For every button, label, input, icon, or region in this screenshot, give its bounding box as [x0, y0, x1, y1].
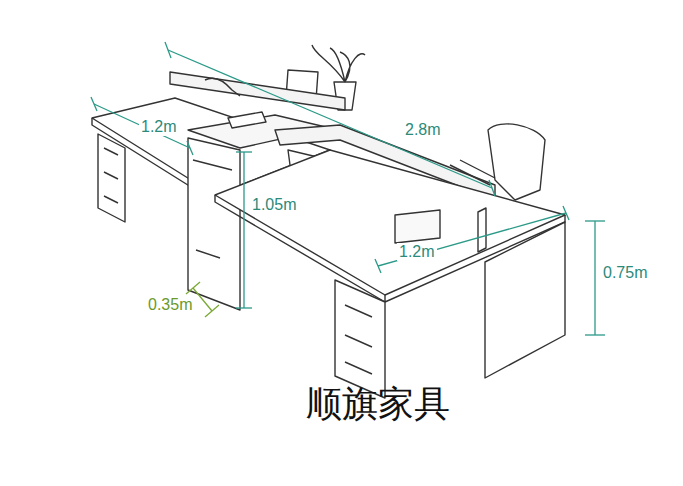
dimension-label: 2.8m: [403, 121, 443, 139]
dimension-label: 0.35m: [146, 296, 194, 314]
dimension-label: 1.2m: [139, 118, 179, 136]
dimension-label: 1.2m: [397, 243, 437, 261]
dimension-label: 0.75m: [601, 264, 649, 282]
watermark: 顺旗家具: [304, 384, 452, 424]
dimension-label: 1.05m: [250, 196, 298, 214]
